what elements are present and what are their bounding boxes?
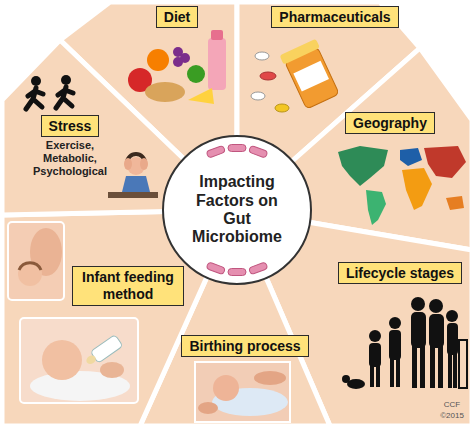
south-america	[366, 190, 386, 225]
factor-name: Birthing process	[181, 335, 308, 358]
pill-icon	[251, 39, 341, 112]
adult-body	[429, 314, 444, 348]
factor-name: Stress	[41, 115, 100, 138]
north-america	[338, 146, 388, 186]
hub-title: Impacting Factors on Gut Microbiome	[181, 173, 293, 247]
runners	[26, 75, 73, 109]
teen-body	[389, 330, 401, 360]
baby-hair	[19, 263, 41, 270]
baby-head	[42, 340, 82, 380]
europe	[400, 148, 422, 166]
credit-note: ©2015	[440, 412, 464, 421]
runner-body	[56, 87, 73, 108]
milk-bottle	[208, 38, 226, 90]
microbe-rod	[206, 145, 225, 158]
photo-frame	[195, 362, 290, 422]
factor-tag: Pharmaceuticals	[271, 6, 398, 29]
hand	[100, 362, 124, 378]
factor-name: Lifecycle stages	[338, 262, 462, 285]
factor-name: Pharmaceuticals	[271, 6, 398, 29]
hub-disc	[163, 136, 311, 284]
elder-leg	[448, 353, 452, 388]
factor-name: Geography	[345, 112, 435, 135]
adult-leg	[438, 346, 443, 388]
breastfeeding-photo	[8, 222, 64, 300]
hand	[140, 158, 148, 170]
factor-tag: Birthing process	[181, 335, 308, 358]
broccoli	[187, 65, 205, 83]
africa	[402, 168, 432, 210]
baby-head	[342, 375, 350, 383]
baby-head	[213, 375, 239, 401]
runner-head	[61, 75, 71, 85]
adult-head	[411, 297, 425, 311]
adult-body	[411, 312, 426, 348]
people-silhouettes	[342, 297, 467, 389]
factor-name: Diet	[156, 6, 198, 29]
orange	[147, 49, 169, 71]
teen-head	[389, 317, 401, 329]
factor-tag: Lifecycle stages	[338, 262, 462, 285]
walker	[459, 340, 467, 388]
microbe-rod	[228, 269, 246, 276]
grape	[173, 57, 183, 67]
bottle-label	[293, 61, 329, 92]
adult-leg	[430, 346, 435, 388]
asia	[424, 146, 466, 178]
teen-leg	[396, 358, 400, 387]
factor-tag: Infant feeding method	[72, 266, 184, 306]
factor-name: Infant feeding method	[72, 266, 184, 306]
adult-leg	[420, 346, 425, 388]
teat	[85, 354, 98, 366]
australia	[446, 196, 464, 210]
factor-note: Exercise, Metabolic, Psychological	[22, 139, 118, 177]
microbe-rod	[228, 145, 246, 152]
elder-body	[447, 323, 458, 355]
child-head	[369, 330, 381, 342]
adult-head	[429, 299, 443, 313]
desk	[108, 192, 158, 198]
child-leg	[370, 365, 374, 387]
child-body	[369, 343, 381, 367]
pill	[255, 52, 269, 60]
microbe-rod	[249, 145, 268, 158]
photo-frame	[8, 222, 64, 300]
runner-head	[31, 76, 41, 86]
bottle-cap	[280, 39, 320, 65]
microbe-rod	[206, 262, 225, 275]
shirt	[122, 176, 150, 192]
elder-leg	[453, 353, 457, 388]
bottle-cap	[211, 30, 223, 40]
pill	[260, 72, 276, 80]
photo-frame	[20, 318, 138, 403]
factor-tag: Diet	[156, 6, 198, 29]
elder-head	[446, 310, 458, 322]
stressed-man	[108, 154, 158, 198]
hand	[254, 371, 286, 385]
factor-tag: Geography	[345, 112, 435, 135]
baby-head	[18, 262, 42, 286]
teen-leg	[390, 358, 394, 387]
runner-body	[26, 88, 43, 109]
food-icon	[128, 30, 226, 104]
cheese	[188, 88, 214, 104]
world-map	[338, 146, 466, 225]
pill	[275, 104, 289, 112]
pill	[251, 92, 265, 100]
child-leg	[376, 365, 380, 387]
factor-tag: StressExercise, Metabolic, Psychological	[22, 115, 118, 178]
hub-circle: Impacting Factors on Gut Microbiome	[161, 134, 313, 286]
newborn-photo	[195, 362, 290, 422]
microbe-rod	[249, 262, 268, 275]
bread	[145, 82, 185, 102]
bottle-feeding-photo	[20, 318, 138, 403]
hand	[124, 158, 132, 170]
hand	[198, 402, 218, 414]
credit-note: CCF	[444, 401, 460, 410]
adult-leg	[412, 346, 417, 388]
